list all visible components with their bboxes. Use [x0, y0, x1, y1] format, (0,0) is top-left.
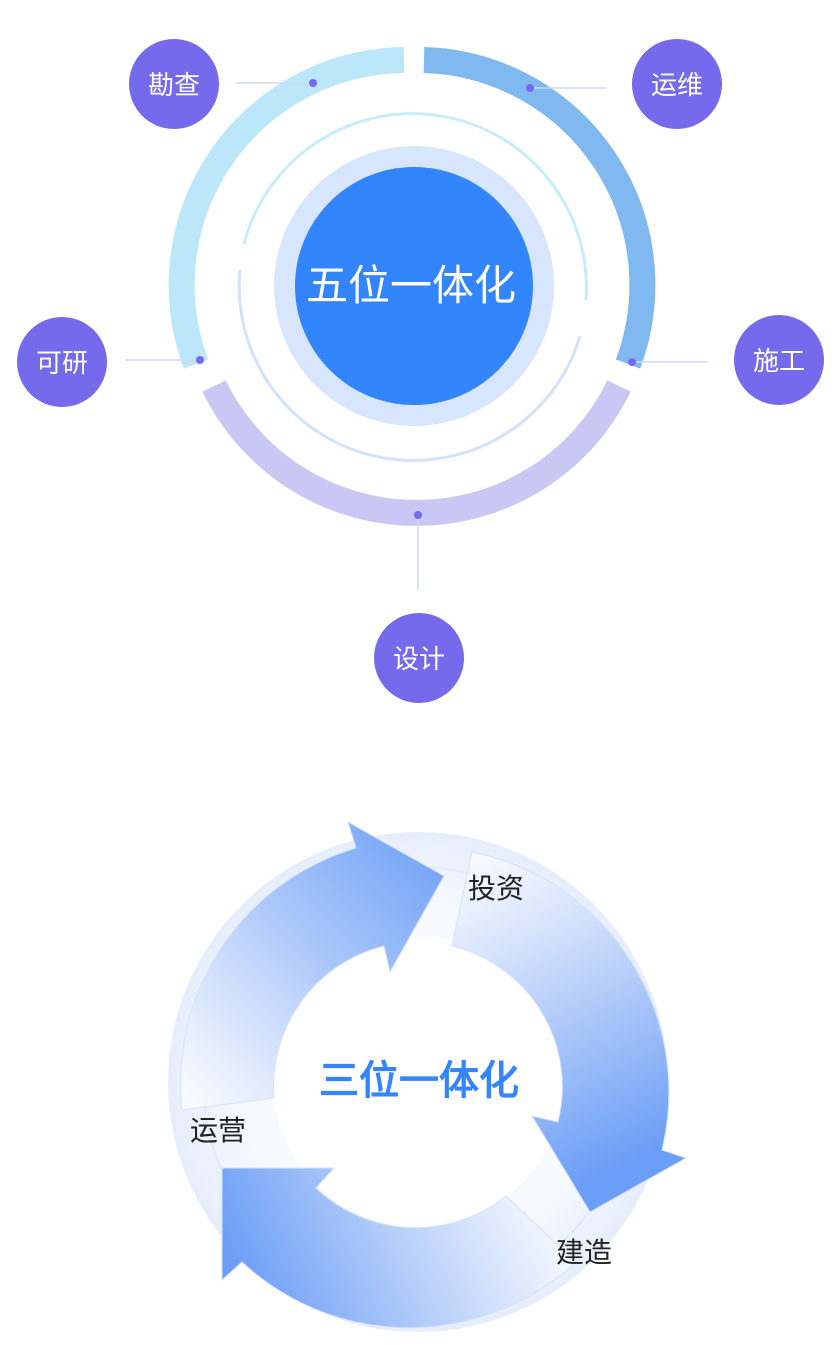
stage-node-kanca: 勘查 — [129, 39, 219, 129]
stage-node-label: 勘查 — [148, 71, 200, 101]
three-in-one-diagram: 三位一体化 投资 建造 运营 — [168, 820, 688, 1332]
stage-node-yunwei: 运维 — [632, 39, 722, 129]
cycle-arrow-touzi-to-jianzao — [451, 851, 688, 1213]
cycle-label-jianzao: 建造 — [556, 1236, 612, 1269]
connector-dot-kanca — [309, 79, 317, 87]
stage-node-sheji: 设计 — [374, 613, 464, 703]
connector-dot-keyan — [196, 356, 204, 364]
stage-node-shigong: 施工 — [734, 315, 824, 405]
connectors — [126, 82, 708, 590]
inner-ring-bottom — [237, 269, 582, 462]
ring-segment-kanca — [168, 47, 405, 369]
cycle-arrow-yunying-to-touzi — [180, 820, 445, 1111]
five-in-one-center-label: 五位一体化 — [306, 261, 516, 310]
three-in-one-center-label: 三位一体化 — [319, 1058, 519, 1104]
connector-dots — [196, 79, 636, 519]
stage-node-label: 设计 — [393, 645, 445, 675]
stage-node-label: 运维 — [651, 71, 703, 101]
stage-node-circle — [17, 317, 107, 407]
stage-node-circle — [632, 39, 722, 129]
cycle-label-yunying: 运营 — [190, 1114, 246, 1147]
center-core — [295, 167, 533, 405]
stage-node-circle — [374, 613, 464, 703]
inner-ring-top — [242, 112, 588, 301]
cycle-arrow-jianzao-to-yunying — [221, 1167, 577, 1329]
connector-dot-shigong — [628, 358, 636, 366]
stage-node-label: 可研 — [36, 349, 88, 379]
five-in-one-diagram: 五位一体化 勘查 运维 可研 — [17, 39, 824, 703]
stage-node-label: 施工 — [753, 347, 805, 377]
stage-node-keyan: 可研 — [17, 317, 107, 407]
connector-dot-sheji — [414, 511, 422, 519]
cycle-label-touzi: 投资 — [468, 872, 524, 905]
cycle-inner-disc — [273, 937, 563, 1227]
ring-segment-yunwei — [423, 47, 656, 369]
stage-node-circle — [734, 315, 824, 405]
connector-dot-yunwei — [526, 84, 534, 92]
stage-node-circle — [129, 39, 219, 129]
